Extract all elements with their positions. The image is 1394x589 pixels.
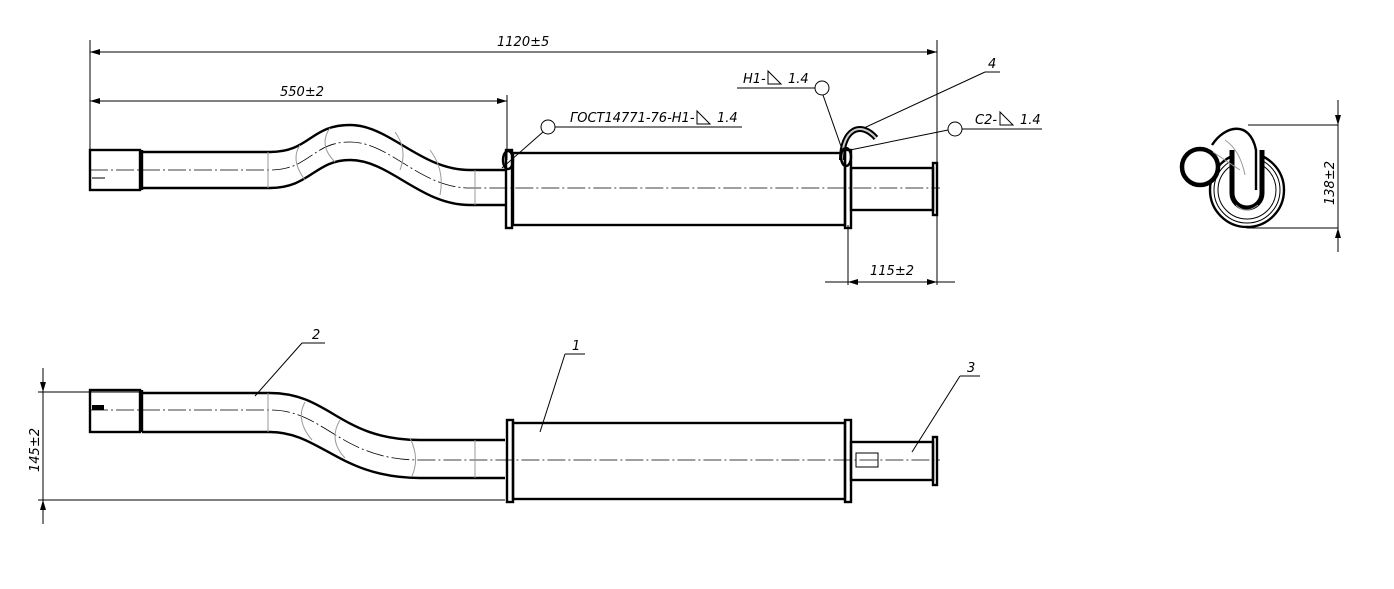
callout-4: 4 xyxy=(988,57,996,72)
dimension-overall-length: 1120±5 xyxy=(497,35,549,50)
weld-triangle-icon xyxy=(767,69,783,85)
tail-pipe xyxy=(849,166,935,212)
inlet-socket xyxy=(88,388,142,434)
weld-mid-spec: Н1- xyxy=(743,72,766,87)
exhaust-pipe xyxy=(142,391,505,442)
callout-1: 1 xyxy=(572,339,580,354)
top-view: 1120±5 550±2 115±2 ГОСТ147 xyxy=(88,35,1042,285)
weld-right-spec: С2- xyxy=(975,113,997,128)
weld-marker-right xyxy=(947,121,963,137)
weld-right-leg: 1.4 xyxy=(1020,113,1041,128)
callout-2: 2 xyxy=(312,328,320,343)
dimension-tail-length: 115±2 xyxy=(870,264,914,279)
callout-3: 3 xyxy=(967,361,975,376)
weld-marker-mid xyxy=(814,80,830,96)
end-view: 138±2 xyxy=(1179,100,1341,252)
muffler xyxy=(511,421,847,501)
weld-marker-left xyxy=(540,119,556,135)
dimension-height-front: 145±2 xyxy=(28,428,43,472)
tail-pipe xyxy=(849,440,935,482)
exhaust-pipe xyxy=(142,123,505,172)
muffler xyxy=(511,151,847,227)
front-view: 145±2 2 1 3 xyxy=(28,328,980,524)
weld-triangle-icon xyxy=(999,110,1015,126)
outlet-end-circle xyxy=(1179,146,1221,188)
weld-triangle-icon xyxy=(696,109,712,125)
weld-left-spec: ГОСТ14771-76-Н1- xyxy=(570,111,695,126)
weld-left-leg: 1.4 xyxy=(717,111,738,126)
weld-mid-leg: 1.4 xyxy=(788,72,809,87)
dimension-pipe-length: 550±2 xyxy=(280,85,324,100)
dimension-height-end: 138±2 xyxy=(1323,161,1338,205)
